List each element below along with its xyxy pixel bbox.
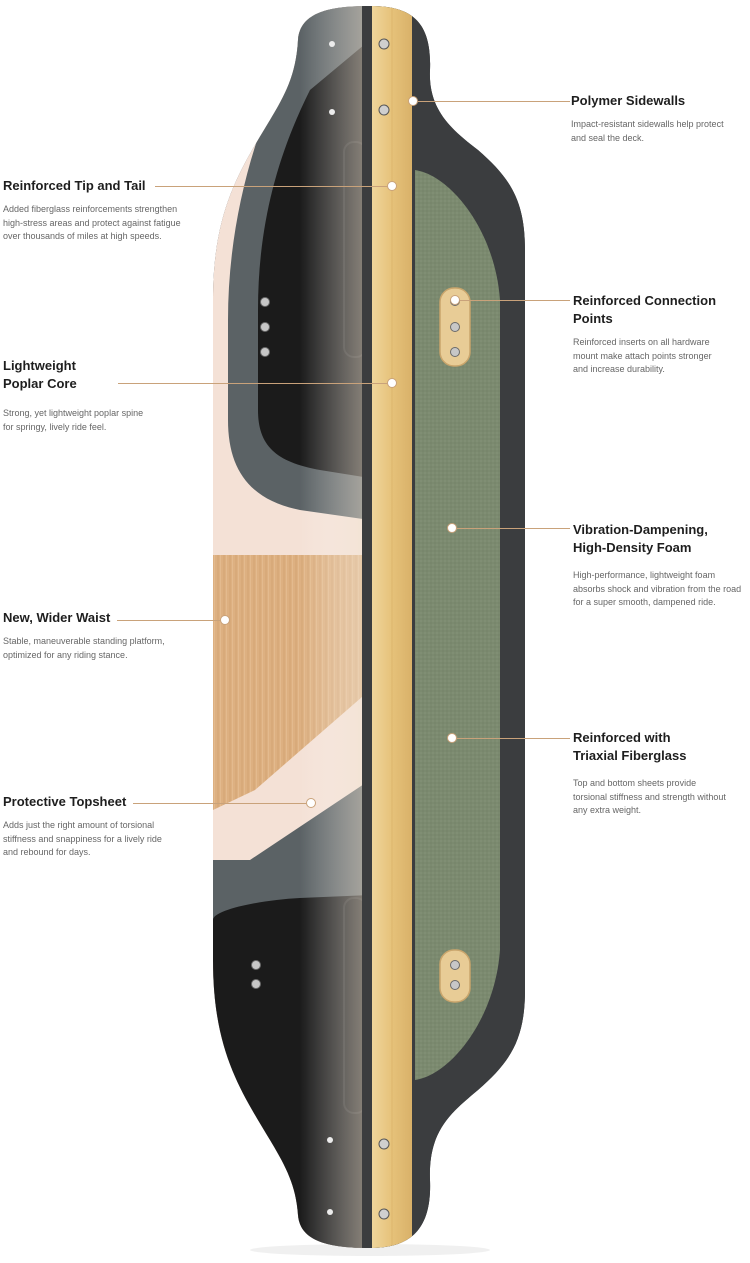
callout-reinforced-tip-tail: Reinforced Tip and Tail Added fiberglass… xyxy=(3,177,203,244)
callout-title: Protective Topsheet xyxy=(3,794,127,809)
callout-title: Reinforced Connection Points xyxy=(573,293,717,326)
callout-title: Reinforced Tip and Tail xyxy=(3,178,146,193)
callout-dot xyxy=(447,733,457,743)
callout-dot xyxy=(387,181,397,191)
leader-line xyxy=(155,186,387,187)
callout-dot xyxy=(387,378,397,388)
leader-line xyxy=(117,620,220,621)
callout-title: New, Wider Waist xyxy=(3,610,111,625)
callout-description: Stable, maneuverable standing platform,o… xyxy=(3,636,165,660)
callout-polymer-sidewalls: Polymer Sidewalls Impact-resistant sidew… xyxy=(571,92,746,145)
leader-line xyxy=(457,528,570,529)
callout-protective-topsheet: Protective Topsheet Adds just the right … xyxy=(3,793,203,860)
callout-dot xyxy=(306,798,316,808)
leader-line xyxy=(418,101,570,102)
leader-line xyxy=(118,383,387,384)
callout-dot xyxy=(220,615,230,625)
leader-line xyxy=(457,738,570,739)
leader-line xyxy=(133,803,306,804)
callout-dot xyxy=(408,96,418,106)
callout-new-wider-waist: New, Wider Waist Stable, maneuverable st… xyxy=(3,609,203,662)
callout-title: Polymer Sidewalls xyxy=(571,93,686,108)
callout-dot xyxy=(447,523,457,533)
callout-description: Added fiberglass reinforcements strength… xyxy=(3,204,181,241)
callout-reinforced-connection-points: Reinforced Connection Points Reinforced … xyxy=(573,292,750,377)
callout-vibration-dampening-foam: Vibration-Dampening,High-Density Foam Hi… xyxy=(573,521,750,610)
callout-title: Vibration-Dampening,High-Density Foam xyxy=(573,522,708,555)
callout-dot xyxy=(450,295,460,305)
leader-line xyxy=(460,300,570,301)
